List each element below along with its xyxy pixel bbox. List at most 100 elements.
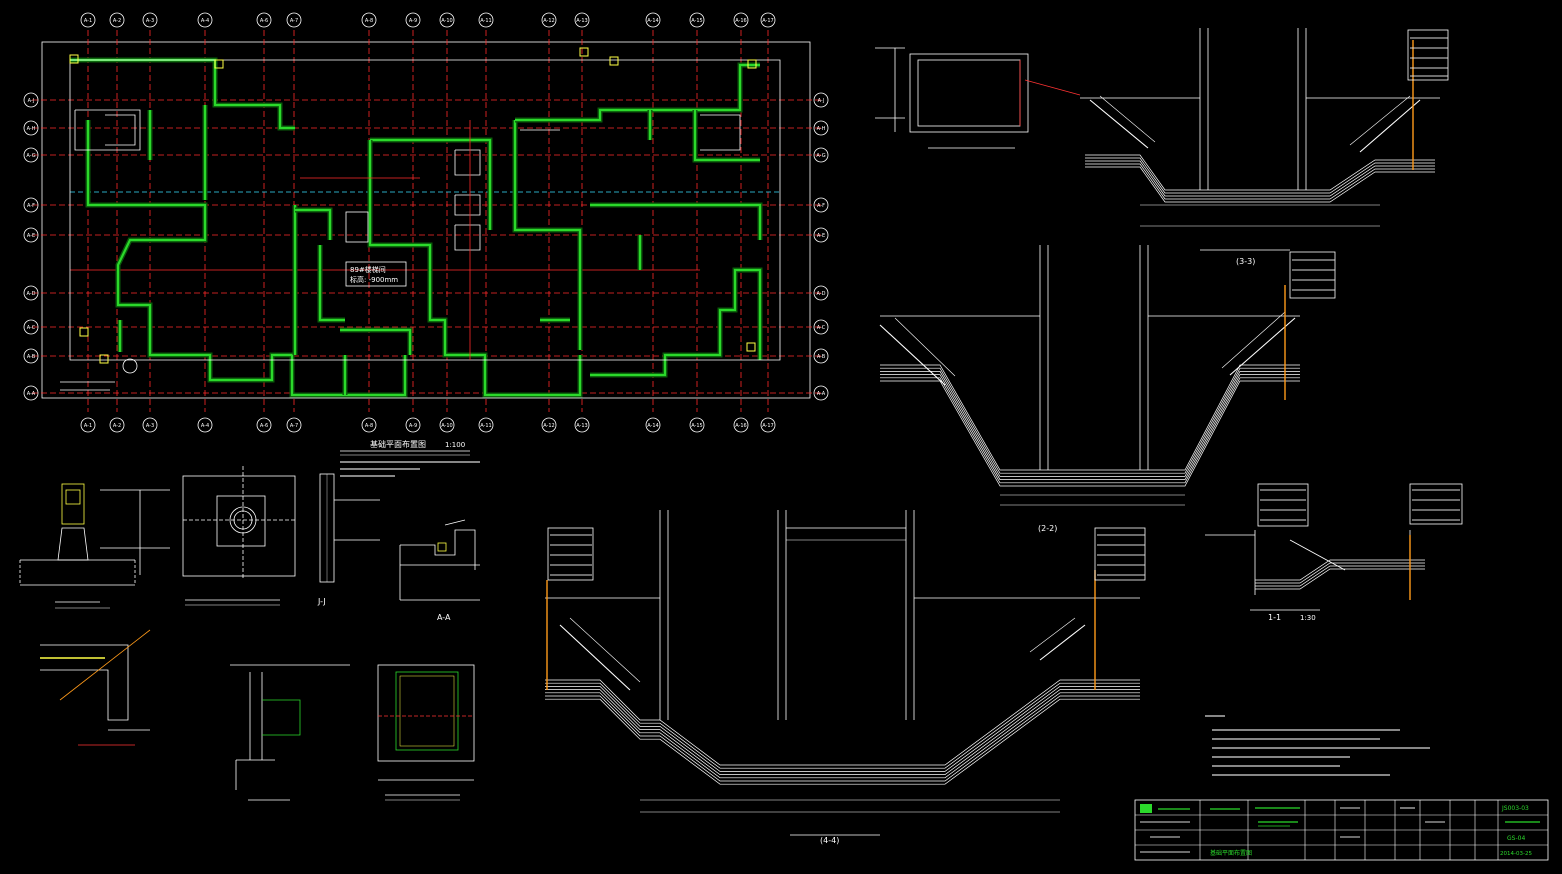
axis-bubble bbox=[760, 417, 776, 433]
axis-bubble bbox=[80, 12, 96, 28]
plan-outline bbox=[454, 194, 481, 216]
axis-bubble bbox=[689, 12, 705, 28]
axis-bubble bbox=[23, 92, 39, 108]
section-22-layer bbox=[880, 364, 1300, 471]
design-notes bbox=[1205, 715, 1430, 776]
detail-step-wall bbox=[230, 664, 350, 801]
axis-bubble bbox=[23, 285, 39, 301]
section-33-layer bbox=[1085, 154, 1435, 191]
section-11-layer bbox=[1255, 562, 1425, 584]
axis-bubble bbox=[733, 12, 749, 28]
detail-pit-plan bbox=[182, 466, 296, 606]
axis-bubble-label: A-4 bbox=[201, 18, 209, 24]
axis-bubble bbox=[23, 319, 39, 335]
axis-bubble-label: A-8 bbox=[365, 18, 373, 24]
axis-bubble-label: A-14 bbox=[647, 18, 658, 24]
axis-bubble bbox=[541, 417, 557, 433]
axis-bubble bbox=[813, 227, 829, 243]
plan-wall bbox=[318, 245, 345, 322]
plan-wall bbox=[295, 208, 332, 240]
section-44-note-box-left bbox=[547, 527, 594, 581]
section-11-note-box-left bbox=[1257, 483, 1309, 527]
section-44-slope bbox=[1029, 617, 1076, 653]
title-block-sheet-title: 基础平面布置图 bbox=[1210, 849, 1252, 857]
axis-bubble-label: A-J bbox=[28, 98, 35, 104]
detail-jj-title: J-J bbox=[317, 597, 326, 606]
axis-bubble-label: A-2 bbox=[113, 423, 121, 429]
section-44-slope bbox=[569, 617, 641, 683]
axis-bubble bbox=[645, 417, 661, 433]
section-22-slope bbox=[1221, 311, 1286, 369]
axis-bubble bbox=[813, 319, 829, 335]
pit-box bbox=[345, 211, 369, 243]
section-44-layer bbox=[545, 682, 1140, 769]
axis-bubble-label: A-3 bbox=[146, 423, 154, 429]
axis-bubble bbox=[109, 417, 125, 433]
plan-wall bbox=[590, 203, 762, 240]
section-44-layer bbox=[545, 692, 1140, 779]
axis-bubble bbox=[813, 348, 829, 364]
axis-bubble-label: A-1 bbox=[84, 423, 92, 429]
sections-group bbox=[545, 28, 1463, 836]
axis-bubble bbox=[23, 197, 39, 213]
axis-bubble-label: A-A bbox=[817, 391, 826, 397]
axis-bubble bbox=[142, 12, 158, 28]
plan-wall bbox=[693, 110, 760, 162]
axis-bubble bbox=[439, 417, 455, 433]
axis-bubble bbox=[405, 12, 421, 28]
detail-trench bbox=[875, 47, 1081, 149]
section-33-slope bbox=[1099, 95, 1156, 143]
axis-bubble bbox=[645, 12, 661, 28]
axis-bubble bbox=[23, 385, 39, 401]
section-33-layer bbox=[1085, 163, 1435, 200]
axis-bubble-label: A-J bbox=[818, 98, 825, 104]
title-block-project-no: JS003-03 bbox=[1501, 805, 1529, 812]
section-33-title: (3-3) bbox=[1236, 257, 1255, 266]
plan-outline bbox=[454, 149, 481, 176]
section-11-layer bbox=[1255, 568, 1425, 590]
axis-bubble bbox=[23, 348, 39, 364]
axis-bubble-label: A-14 bbox=[647, 423, 658, 429]
section-44-layer bbox=[545, 686, 1140, 772]
axis-bubble bbox=[813, 285, 829, 301]
axis-bubble-label: A-6 bbox=[260, 18, 268, 24]
axis-bubble-label: A-12 bbox=[543, 423, 554, 429]
section-33-slope bbox=[1089, 99, 1149, 149]
plan-outline bbox=[105, 114, 136, 146]
plan-column bbox=[747, 59, 757, 69]
axis-bubble bbox=[286, 12, 302, 28]
axis-bubble-label: A-11 bbox=[480, 18, 491, 24]
axis-bubble-label: A-C bbox=[27, 325, 36, 331]
axis-bubble bbox=[80, 417, 96, 433]
section-11-note-box-right bbox=[1409, 483, 1463, 525]
axis-bubble-label: A-G bbox=[816, 153, 825, 159]
axis-bubble bbox=[361, 417, 377, 433]
axis-bubble bbox=[256, 417, 272, 433]
axis-bubble bbox=[197, 417, 213, 433]
section-11-layer bbox=[1255, 559, 1425, 581]
plan-column bbox=[214, 59, 224, 69]
plan-column bbox=[746, 342, 756, 352]
axis-bubble-label: A-1 bbox=[84, 18, 92, 24]
axis-bubble-label: A-E bbox=[27, 233, 35, 239]
section-44-slope bbox=[1039, 624, 1086, 661]
axis-bubble-label: A-16 bbox=[735, 18, 746, 24]
axis-bubble-label: A-H bbox=[817, 126, 826, 132]
axis-bubble bbox=[478, 417, 494, 433]
detail-corner-wall bbox=[40, 629, 151, 746]
axis-bubble-label: A-10 bbox=[441, 423, 452, 429]
section-22-layer bbox=[880, 367, 1300, 474]
plan-wall bbox=[340, 328, 412, 355]
axis-bubble bbox=[23, 227, 39, 243]
plan-outline bbox=[700, 114, 741, 151]
detail-beam-section bbox=[19, 483, 170, 609]
axis-bubble-label: A-15 bbox=[691, 18, 702, 24]
ramp-label-box bbox=[345, 261, 407, 287]
axis-bubble-label: A-H bbox=[27, 126, 36, 132]
foundation-plan: A-1A-1A-2A-2A-3A-3A-4A-4A-6A-6A-7A-7A-8A… bbox=[23, 12, 829, 477]
plan-title: 基础平面布置图 bbox=[370, 439, 426, 449]
axis-bubble-label: A-B bbox=[817, 354, 826, 360]
axis-bubble bbox=[286, 417, 302, 433]
axis-bubble bbox=[361, 12, 377, 28]
